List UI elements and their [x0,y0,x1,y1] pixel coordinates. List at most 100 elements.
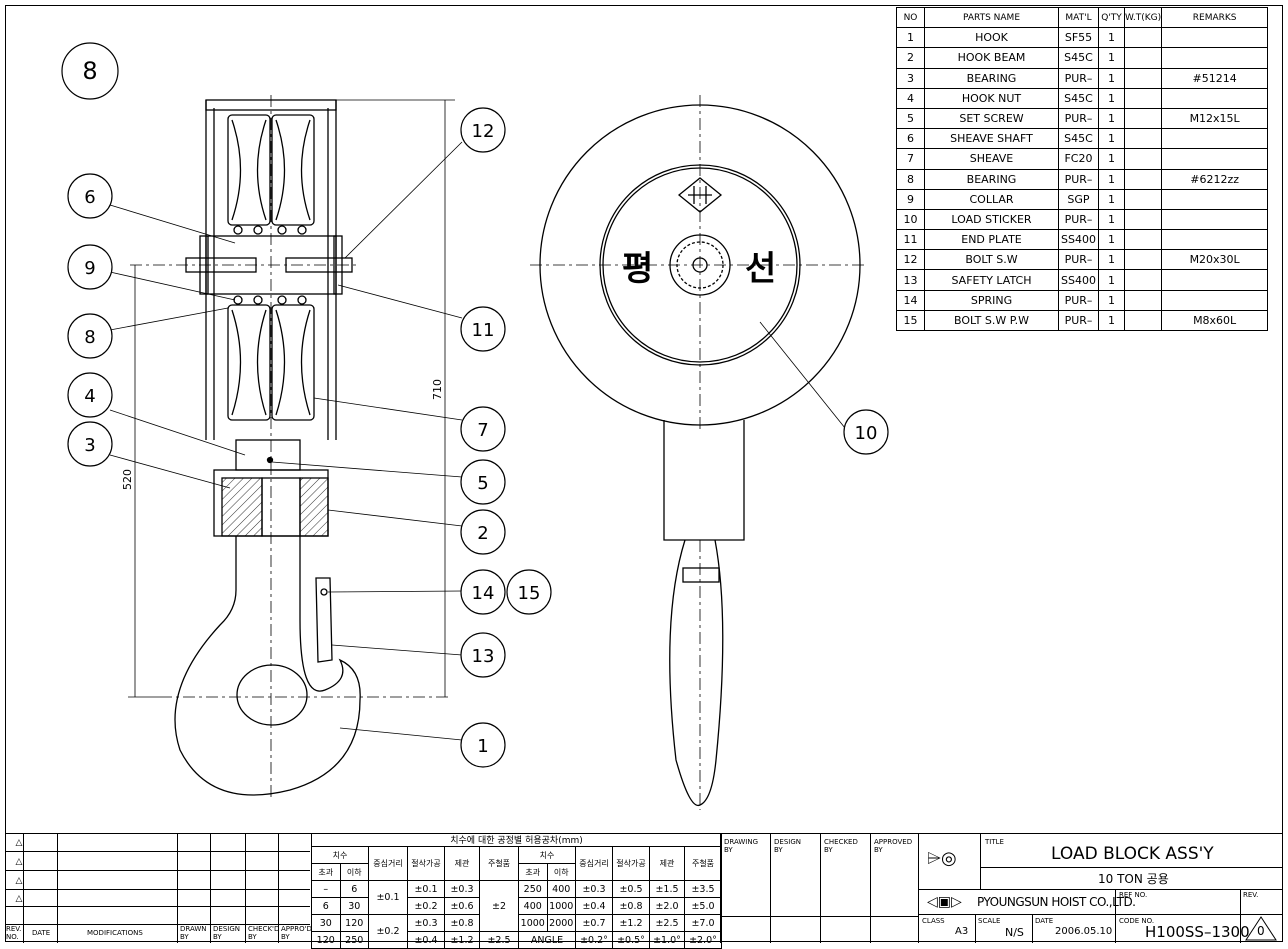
part-weight [1123,107,1163,130]
code-no-value: H100SS–1300 [1145,923,1250,941]
class-value: A3 [955,926,969,937]
svg-text:8: 8 [82,57,97,85]
part-qty: 1 [1098,208,1125,231]
parts-list-table: NO PARTS NAME MAT'L Q'TY W.T(KG) REMARKS… [896,6,1269,332]
revision-triangle-icon: △ [15,876,23,886]
svg-text:4: 4 [84,386,95,407]
modifications-label: MODIFICATIONS [87,929,143,937]
tolerance-cell: ANGLE [518,931,576,949]
date-value: 2006.05.10 [1055,926,1113,937]
tolerance-cell: ±0.1 [407,880,445,898]
approved-approval-label: APPROVED BY [874,838,913,854]
part-qty: 1 [1098,27,1125,49]
tolerance-cell: ±0.3 [444,880,480,898]
cast-header-right: 주철품 [684,846,722,881]
tolerance-cell: ±0.4 [407,931,445,949]
tolerance-cell: 250 [518,880,548,898]
tolerance-cell: ±0.8 [612,897,650,915]
tolerance-cell: ±2.0° [684,931,722,949]
part-material: PUR– [1058,309,1099,332]
balloon-2 [460,509,506,555]
tolerance-cell: ±0.8 [444,914,480,932]
tolerance-title: 치수에 대한 공정별 허용공차(mm) [311,833,722,847]
header-weight: W.T(KG) [1123,6,1163,29]
balloon-11 [460,306,506,352]
date-label: DATE [32,929,51,937]
drawn-by-label: DRAWN BY [180,925,207,941]
part-no: 8 [896,168,925,190]
balloon-4 [67,372,113,418]
part-no: 10 [896,208,925,231]
part-material: S45C [1058,128,1099,150]
part-name: BOLT S.W [924,249,1059,271]
part-qty: 1 [1098,188,1125,210]
safety-latch [315,577,333,663]
part-name: COLLAR [924,188,1059,210]
cut-header-right: 절삭가공 [612,846,650,881]
center-header: 중심거리 [368,846,408,881]
tolerance-cell: ±1.2 [444,931,480,949]
part-material: SF55 [1058,27,1099,49]
tolerance-cell: ±0.4 [575,897,613,915]
part-weight [1123,188,1163,210]
plate-text-right: 선 [745,249,776,289]
balloon-labels: 8 6 9 8 4 3 12 11 7 5 2 14 15 13 1 10 [82,57,877,757]
part-remarks [1161,269,1269,291]
part-qty: 1 [1098,128,1125,150]
cut-header: 절삭가공 [407,846,445,881]
approved-by-label: APPRO'D BY [281,925,312,941]
bearings [233,225,307,305]
tolerance-cell: ±0.5 [612,880,650,898]
part-qty: 1 [1098,107,1125,130]
tolerance-cell: ±2.5 [479,931,519,949]
part-no: 4 [896,87,925,109]
revision-triangle-icon: △ [15,857,23,867]
part-name: BEARING [924,168,1059,190]
part-remarks [1161,188,1269,210]
part-no: 14 [896,289,925,311]
svg-text:3: 3 [84,435,95,456]
part-name: SET SCREW [924,107,1059,130]
part-name: HOOK BEAM [924,47,1059,69]
tolerance-cell: 400 [546,880,576,898]
hook-nut [235,439,301,471]
tolerance-cell: 30 [339,897,369,915]
part-qty: 1 [1098,148,1125,170]
part-qty: 1 [1098,269,1125,291]
plate-header-right: 제관 [649,846,685,881]
balloons [61,42,889,768]
part-material: PUR– [1058,168,1099,190]
dim-header-right: 치수 [518,846,576,864]
scale-label: SCALE [978,917,1001,925]
part-remarks [1161,208,1269,231]
part-material: PUR– [1058,289,1099,311]
tolerance-cell: 30 [311,914,341,932]
part-no: 1 [896,27,925,49]
tolerance-cell: 400 [518,897,548,915]
part-weight [1123,168,1163,190]
over-header: 초과 [311,863,341,881]
rev-no-label: REV. NO. [6,925,22,941]
part-material: S45C [1058,87,1099,109]
part-material: SGP [1058,188,1099,210]
part-material: SS400 [1058,269,1099,291]
rev-label: REV. [1243,891,1259,899]
class-label: CLASS [922,917,945,925]
balloon-1 [460,722,506,768]
balloon-3 [67,421,113,467]
tolerance-cell: – [311,880,341,898]
title-label: TITLE [985,838,1004,846]
part-weight [1123,87,1163,109]
dimension-520: 520 [121,469,134,490]
part-weight [1123,249,1163,271]
balloon-8-title [61,42,119,100]
part-remarks: #6212zz [1161,168,1269,190]
header-qty: Q'TY [1098,6,1125,29]
